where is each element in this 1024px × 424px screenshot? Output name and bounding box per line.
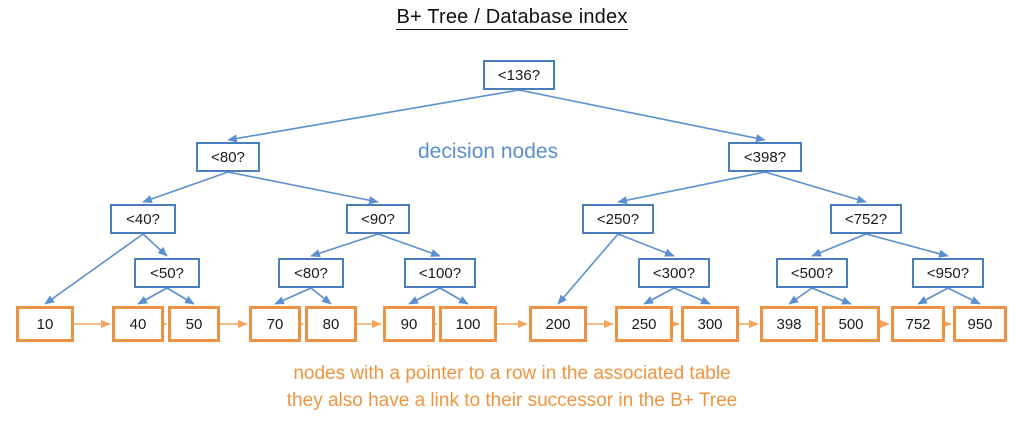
decision-node-label: <80? [211, 148, 245, 166]
tree-edge-n90-to-n100 [377, 233, 441, 257]
leaf-node-label: 300 [697, 315, 723, 333]
tree-edge-n250-to-n300 [617, 233, 675, 257]
decision-node-n80a[interactable]: <80? [196, 142, 260, 172]
decision-node-label: <398? [743, 148, 787, 166]
leaf-node-l100[interactable]: 100 [439, 306, 497, 342]
tree-edge-n80b-to-l80 [310, 287, 332, 305]
decision-node-n80b[interactable]: <80? [278, 258, 344, 288]
page-title-text: B+ Tree / Database index [396, 6, 628, 30]
decision-node-n398[interactable]: <398? [728, 142, 802, 172]
leaf-node-l80[interactable]: 80 [305, 306, 357, 342]
decision-node-label: <100? [418, 264, 462, 282]
tree-edge-n136-to-n80a [227, 89, 520, 143]
tree-edge-n398-to-n752 [764, 171, 867, 204]
leaf-node-l752[interactable]: 752 [891, 306, 945, 342]
tree-edge-n80b-to-l70 [274, 287, 312, 305]
leaf-node-label: 50 [185, 315, 203, 333]
decision-node-n250[interactable]: <250? [582, 204, 654, 234]
leaf-node-l300[interactable]: 300 [681, 306, 739, 342]
leaf-node-label: 100 [455, 315, 481, 333]
leaf-node-l70[interactable]: 70 [249, 306, 301, 342]
leaf-node-label: 70 [266, 315, 284, 333]
tree-edge-n500-to-l500 [811, 287, 852, 305]
leaf-node-l500[interactable]: 500 [822, 306, 880, 342]
decision-node-label: <300? [652, 264, 696, 282]
tree-edge-n398-to-n250 [617, 171, 766, 205]
leaf-node-l90[interactable]: 90 [383, 306, 435, 342]
decision-node-label: <136? [497, 66, 541, 84]
decision-node-label: <752? [844, 210, 888, 228]
decision-node-n136[interactable]: <136? [483, 60, 555, 90]
tree-edge-n300-to-l250 [643, 287, 675, 305]
leaf-node-label: 40 [129, 315, 147, 333]
decision-node-label: <950? [926, 264, 970, 282]
tree-edge-n950-to-l950 [947, 287, 981, 305]
leaf-node-label: 80 [322, 315, 340, 333]
leaf-node-label: 950 [967, 315, 993, 333]
leaf-node-l950[interactable]: 950 [953, 306, 1007, 342]
tree-edge-n90-to-n80b [310, 233, 379, 258]
decision-node-n40[interactable]: <40? [110, 204, 176, 234]
leaf-node-label: 398 [776, 315, 802, 333]
tree-edge-n40-to-l10 [44, 233, 144, 305]
decision-node-label: <90? [361, 210, 395, 228]
leaf-node-label: 200 [545, 315, 571, 333]
decision-node-n500[interactable]: <500? [776, 258, 848, 288]
leaf-node-l40[interactable]: 40 [112, 306, 164, 342]
decision-node-label: <250? [596, 210, 640, 228]
leaf-caption-line-1: nodes with a pointer to a row in the ass… [293, 363, 731, 384]
tree-edge-n752-to-n500 [811, 233, 867, 257]
tree-edge-n80a-to-n40 [142, 171, 229, 203]
decision-node-n50[interactable]: <50? [134, 258, 200, 288]
tree-edge-n50-to-l40 [137, 287, 168, 305]
leaf-node-l50[interactable]: 50 [168, 306, 220, 342]
leaf-node-label: 752 [905, 315, 931, 333]
tree-edge-n100-to-l100 [439, 287, 469, 305]
tree-edge-n752-to-n950 [865, 233, 949, 258]
decision-node-n752[interactable]: <752? [830, 204, 902, 234]
tree-edge-n136-to-n398 [518, 89, 766, 143]
tree-edge-n50-to-l50 [166, 287, 195, 305]
decision-node-n90[interactable]: <90? [346, 204, 410, 234]
leaf-node-l250[interactable]: 250 [615, 306, 673, 342]
decision-node-n100[interactable]: <100? [404, 258, 476, 288]
tree-edge-n250-to-l200 [557, 233, 619, 305]
decision-node-label: <50? [150, 264, 184, 282]
decision-node-label: <500? [790, 264, 834, 282]
page-title: B+ Tree / Database index [0, 6, 1024, 30]
leaf-node-label: 500 [838, 315, 864, 333]
leaf-node-l398[interactable]: 398 [760, 306, 818, 342]
leaf-node-label: 10 [36, 315, 54, 333]
tree-edge-n300-to-l300 [673, 287, 711, 305]
leaf-node-label: 90 [400, 315, 418, 333]
decision-node-label: <40? [126, 210, 160, 228]
decision-nodes-label: decision nodes [418, 140, 559, 163]
tree-edge-n80a-to-n90 [227, 171, 379, 205]
decision-node-label: <80? [294, 264, 328, 282]
tree-edge-n500-to-l398 [788, 287, 813, 305]
leaf-node-label: 250 [631, 315, 657, 333]
decision-node-n300[interactable]: <300? [638, 258, 710, 288]
tree-edge-n950-to-l752 [917, 287, 949, 305]
leaf-caption-line-2: they also have a link to their successor… [286, 390, 738, 411]
tree-edge-n40-to-n50 [142, 233, 168, 257]
leaf-node-l10[interactable]: 10 [16, 306, 74, 342]
leaf-node-l200[interactable]: 200 [529, 306, 587, 342]
decision-node-n950[interactable]: <950? [912, 258, 984, 288]
tree-edge-n100-to-l90 [408, 287, 441, 305]
